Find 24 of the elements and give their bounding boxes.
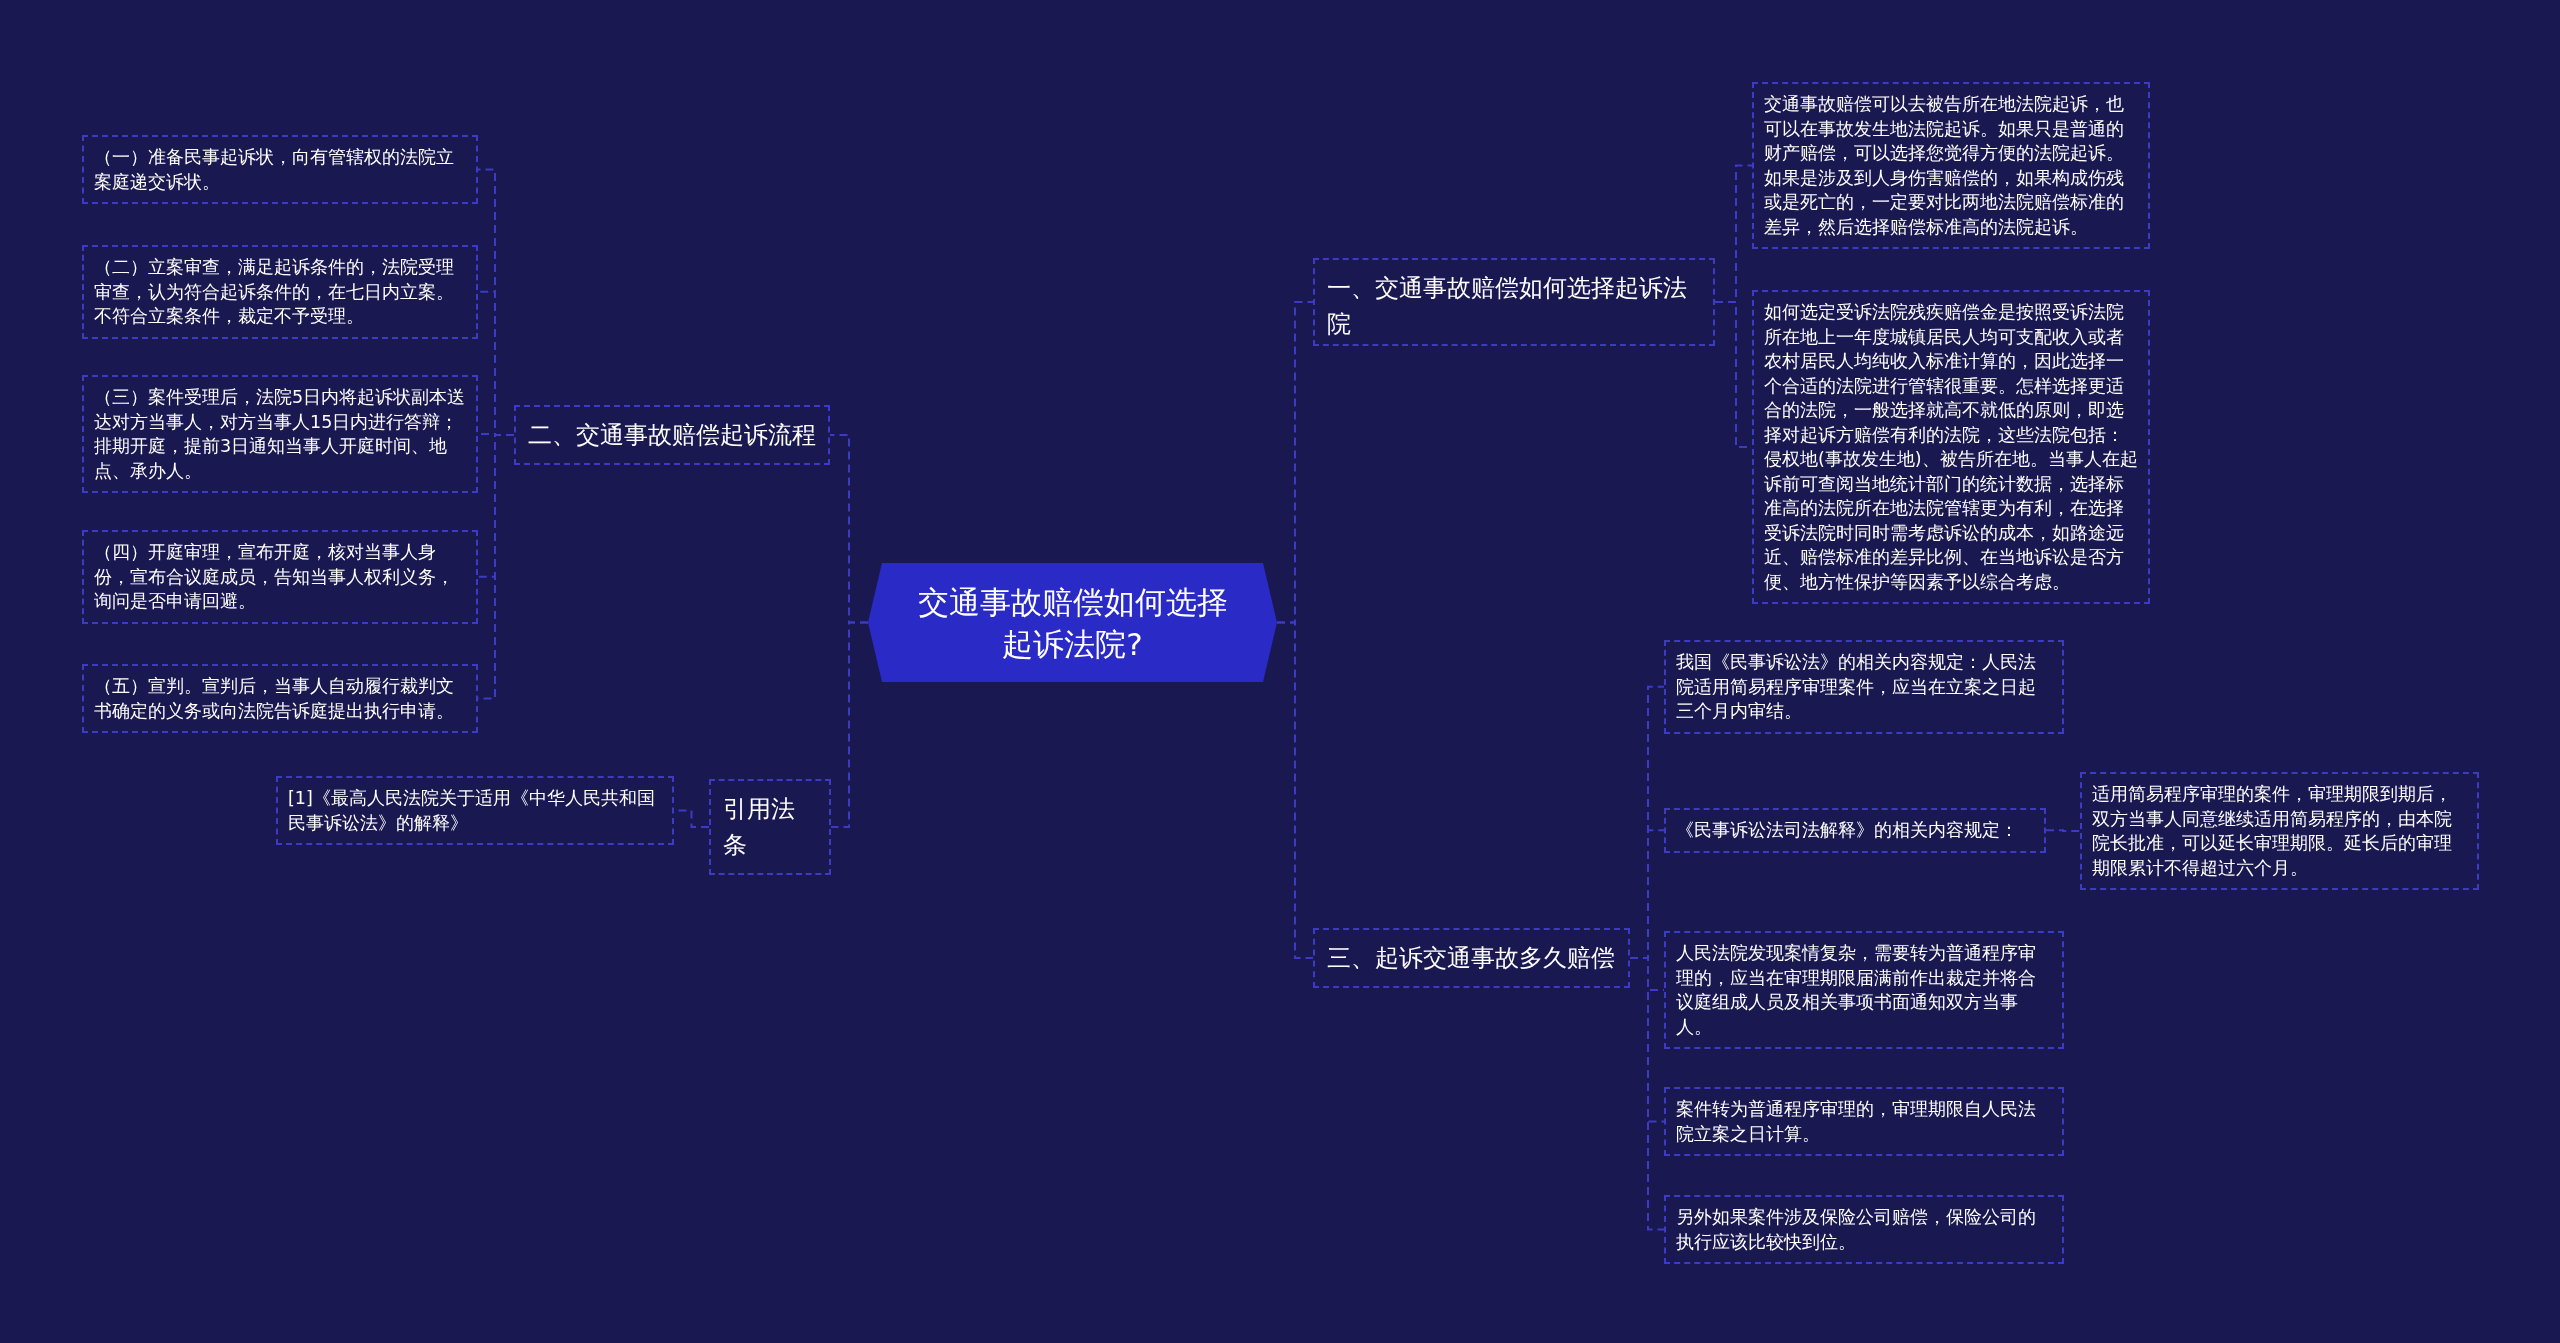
topic-box: 一、交通事故赔偿如何选择起诉法院 <box>1313 258 1715 346</box>
text-box: 案件转为普通程序审理的，审理期限自人民法院立案之日计算。 <box>1664 1087 2064 1156</box>
topic-box: 二、交通事故赔偿起诉流程 <box>514 405 830 465</box>
text-box: [1]《最高人民法院关于适用《中华人民共和国民事诉讼法》的解释》 <box>276 776 674 845</box>
text-box: 适用简易程序审理的案件，审理期限到期后，双方当事人同意继续适用简易程序的，由本院院长批准，可以延长审理期限。延长后的审理期限累计不得超过六个月。 <box>2080 772 2479 890</box>
topic-box: 引用法条 <box>709 779 831 875</box>
text-box: 另外如果案件涉及保险公司赔偿，保险公司的执行应该比较快到位。 <box>1664 1195 2064 1264</box>
text-box: （五）宣判。宣判后，当事人自动履行裁判文书确定的义务或向法院告诉庭提出执行申请。 <box>82 664 478 733</box>
text-box: 交通事故赔偿可以去被告所在地法院起诉，也可以在事故发生地法院起诉。如果只是普通的财产赔偿，可以选择您觉得方便的法院起诉。如果是涉及到人身伤害赔偿的，如果构成伤残或是死亡的，一定要对比两地法院赔偿标准的差异，然后选择赔偿标准高的法院起诉。 <box>1752 82 2150 249</box>
central-topic-hexagon: 交通事故赔偿如何选择起诉法院? <box>868 563 1277 682</box>
topic-box: 三、起诉交通事故多久赔偿 <box>1313 928 1630 988</box>
connector-line <box>1629 957 1665 1231</box>
text-box: （一）准备民事起诉状，向有管辖权的法院立案庭递交诉状。 <box>82 135 478 204</box>
connector-line <box>2045 829 2081 832</box>
text-box: 我国《民事诉讼法》的相关内容规定：人民法院适用简易程序审理案件，应当在立案之日起三个月内审结。 <box>1664 640 2064 734</box>
text-box: （三）案件受理后，法院5日内将起诉状副本送达对方当事人，对方当事人15日内进行答辩；排期开庭，提前3日通知当事人开庭时间、地点、承办人。 <box>82 375 478 493</box>
text-box: （二）立案审查，满足起诉条件的，法院受理审查，认为符合起诉条件的，在七日内立案。不符合立案条件，裁定不予受理。 <box>82 245 478 339</box>
text-box: （四）开庭审理，宣布开庭，核对当事人身份，宣布合议庭成员，告知当事人权利义务，询问是否申请回避。 <box>82 530 478 624</box>
connector-line <box>830 621 869 828</box>
text-box: 《民事诉讼法司法解释》的相关内容规定： <box>1664 808 2046 853</box>
connector-line <box>477 434 515 700</box>
text-box: 如何选定受诉法院残疾赔偿金是按照受诉法院所在地上一年度城镇居民人均可支配收入或者农村居民人均纯收入标准计算的，因此选择一个合适的法院进行管辖很重要。怎样选择更适合的法院，一般选择就高不就低的原则，即选择对起诉方赔偿有利的法院，这些法院包括：侵权地(事故发生地)、被告所在地。当事人在起诉前可查阅当地统计部门的统计数据，选择标准高的法院所在地法院管辖更为有利，在选择受诉法院时同时需考虑诉讼的成本，如路途远近、赔偿标准的差异比例、在当地诉讼是否方便、地方性保护等因素予以综合考虑。 <box>1752 290 2150 604</box>
connector-line <box>1276 621 1314 959</box>
text-box: 人民法院发现案情复杂，需要转为普通程序审理的，应当在审理期限届满前作出裁定并将合议庭组成人员及相关事项书面通知双方当事人。 <box>1664 931 2064 1049</box>
